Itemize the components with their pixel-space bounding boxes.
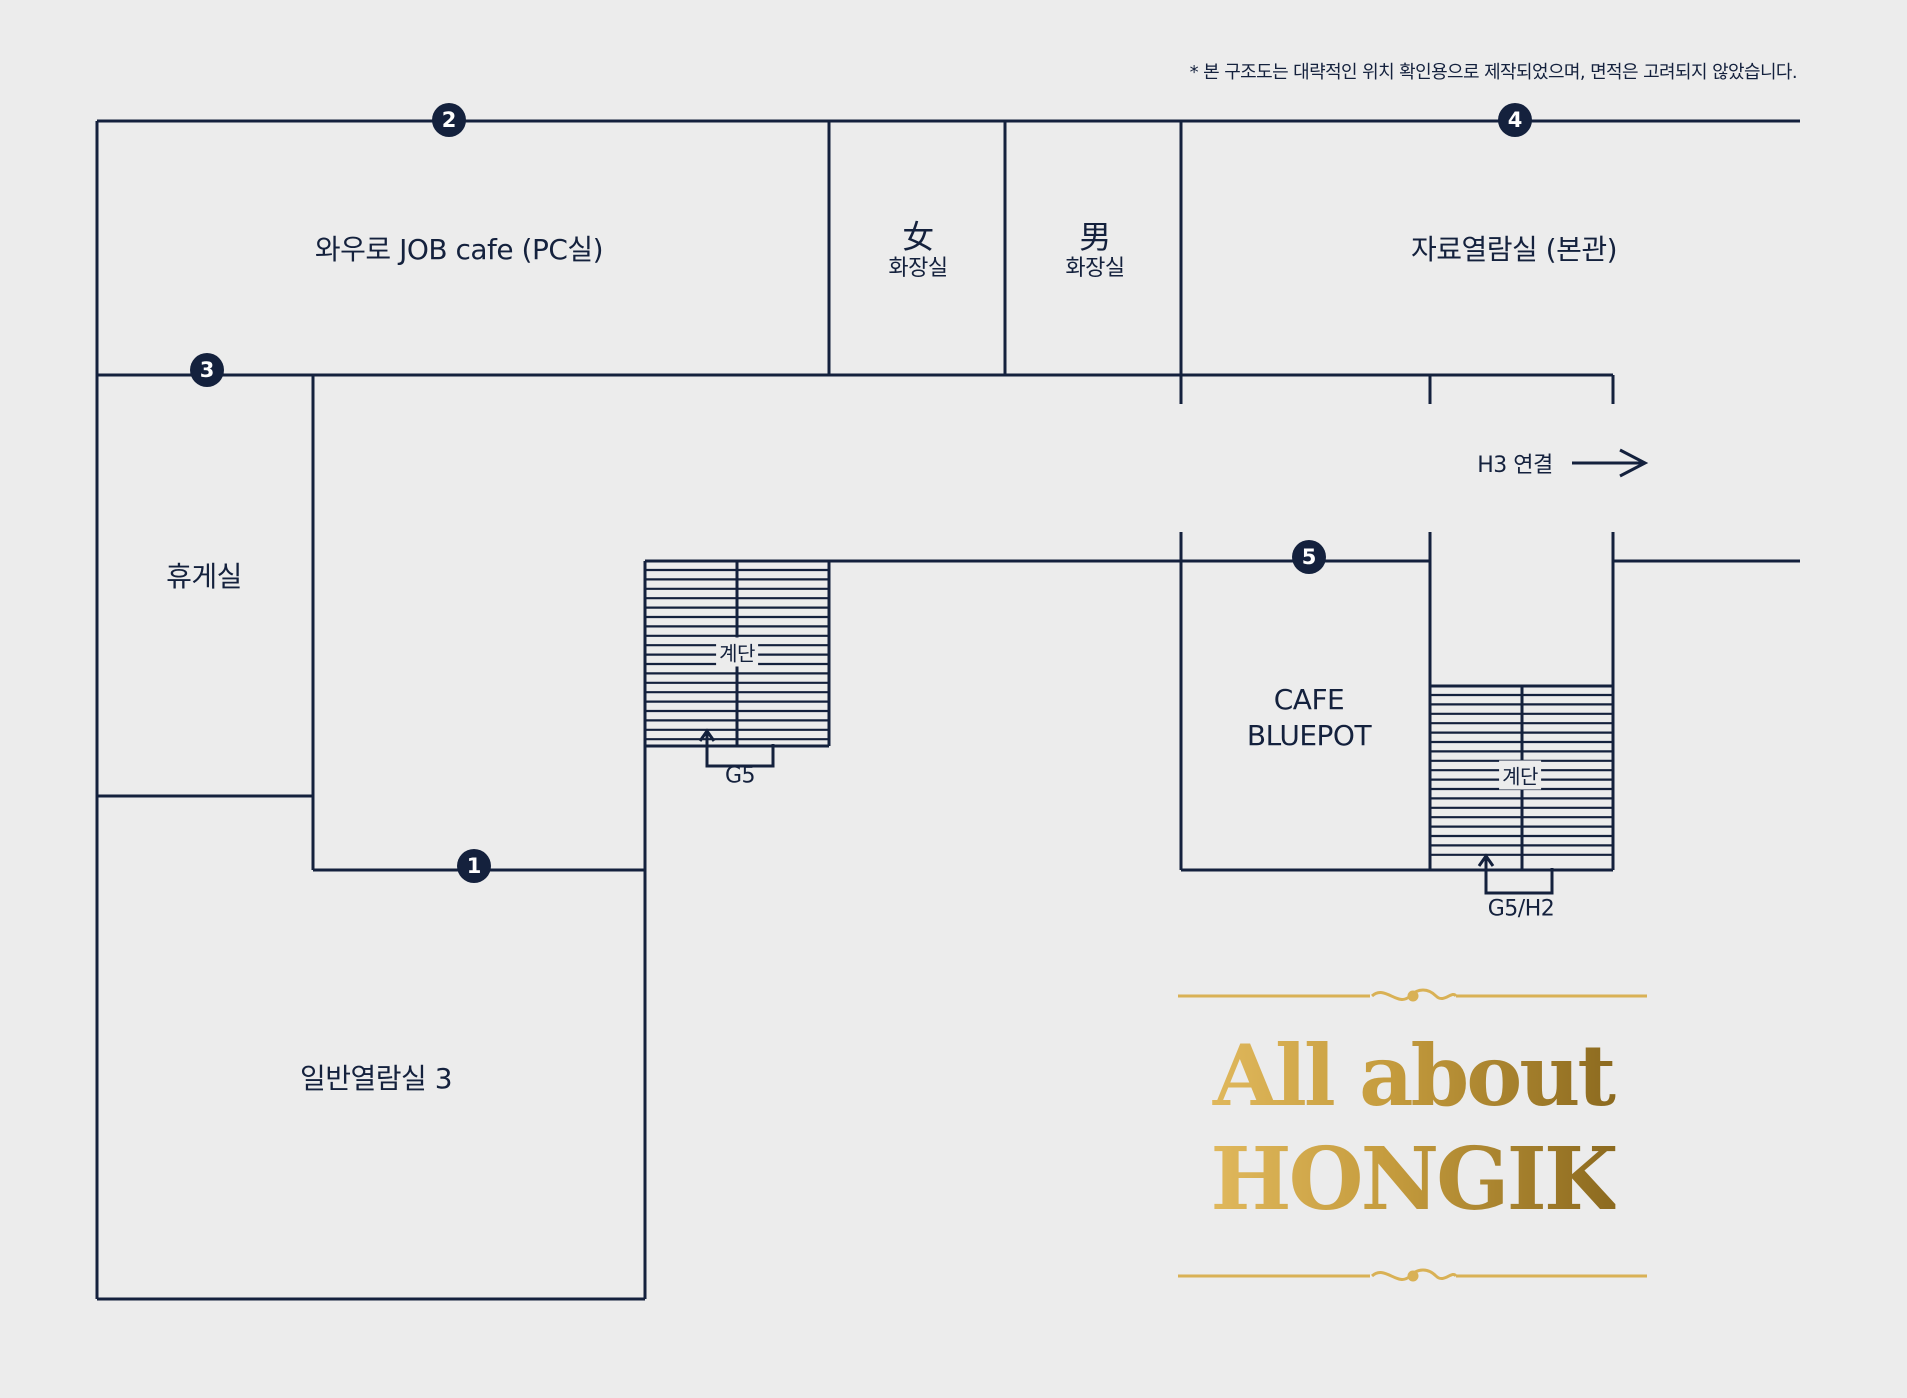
room-reading: 일반열람실 3 <box>299 1062 453 1095</box>
stair-right-label: 계단 <box>1499 760 1541 790</box>
arrow-up-icon <box>1477 853 1554 895</box>
womens-restroom-label: 화장실 <box>888 256 948 281</box>
womens-symbol: 女 <box>902 218 934 256</box>
stair-left-destination: G5 <box>724 763 756 789</box>
cafe-name-line1: CAFE <box>1273 683 1345 716</box>
logo-line1: All about <box>1212 1026 1614 1125</box>
marker-2: 2 <box>432 103 466 137</box>
ornament-top <box>1178 988 1647 1002</box>
marker-4: 4 <box>1498 103 1532 137</box>
logo-line2: HONGIK <box>1210 1129 1616 1230</box>
room-womens-restroom: 女 화장실 <box>888 218 948 282</box>
room-lounge: 휴게실 <box>166 560 242 593</box>
mens-restroom-label: 화장실 <box>1065 256 1125 281</box>
room-mens-restroom: 男 화장실 <box>1065 218 1125 282</box>
marker-3: 3 <box>190 353 224 387</box>
disclaimer-note: * 본 구조도는 대략적인 위치 확인용으로 제작되었으며, 면적은 고려되지 … <box>1189 62 1798 83</box>
arrow-right-icon <box>1572 448 1649 478</box>
room-job-cafe: 와우로 JOB cafe (PC실) <box>314 233 604 266</box>
mens-symbol: 男 <box>1079 218 1111 256</box>
h3-connection-label: H3 연결 <box>1477 453 1553 478</box>
arrow-up-icon <box>698 728 775 768</box>
stair-left-label: 계단 <box>716 637 758 667</box>
cafe-name-line2: BLUEPOT <box>1246 719 1372 752</box>
stair-right-destination: G5/H2 <box>1487 896 1555 922</box>
marker-1: 1 <box>457 849 491 883</box>
room-cafe-bluepot: CAFE BLUEPOT <box>1246 682 1372 754</box>
marker-5: 5 <box>1292 540 1326 574</box>
ornament-bottom <box>1178 1268 1647 1282</box>
room-archive: 자료열람실 (본관) <box>1410 233 1618 266</box>
all-about-hongik-logo: All about HONGIK <box>1210 1024 1615 1232</box>
